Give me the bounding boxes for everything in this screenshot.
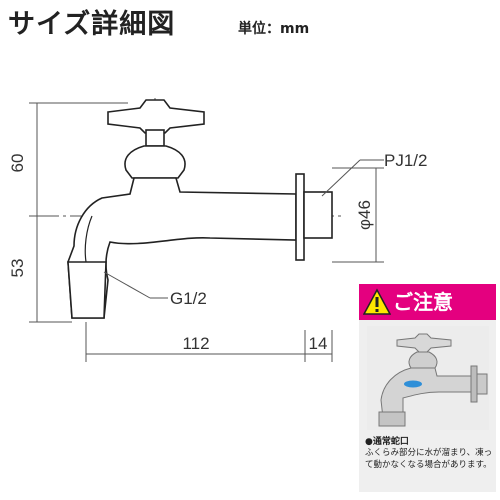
- unit-label: 単位：mm: [238, 21, 310, 37]
- height-lower-label: 53: [8, 259, 27, 278]
- caution-panel: ご注意 ●通常蛇口 ふくらみ部分に水が溜まり、凍って動かなくなる場合があります。: [359, 284, 496, 492]
- caution-bullet-label: ●通常蛇口: [365, 437, 409, 447]
- height-upper-label: 60: [8, 154, 27, 173]
- caution-text: ふくらみ部分に水が溜まり、凍って動かなくなる場合があります。: [365, 448, 493, 470]
- water-pool-highlight: [404, 380, 422, 388]
- pj-leader-line: [321, 159, 361, 197]
- diameter-label: φ46: [355, 200, 374, 230]
- flange-length-label: 14: [309, 334, 328, 353]
- caution-header: ご注意: [359, 284, 496, 320]
- page-title: サイズ詳細図: [8, 9, 176, 40]
- faucet-photo-illustration: [367, 326, 489, 430]
- g-leader-line: [103, 271, 151, 299]
- caution-title: ご注意: [393, 290, 453, 314]
- length-label: 112: [182, 334, 209, 353]
- faucet-outline: [67, 99, 333, 319]
- pj-thread-label: PJ1/2: [384, 151, 427, 170]
- g-thread-label: G1/2: [170, 289, 207, 308]
- warning-icon: [363, 288, 391, 315]
